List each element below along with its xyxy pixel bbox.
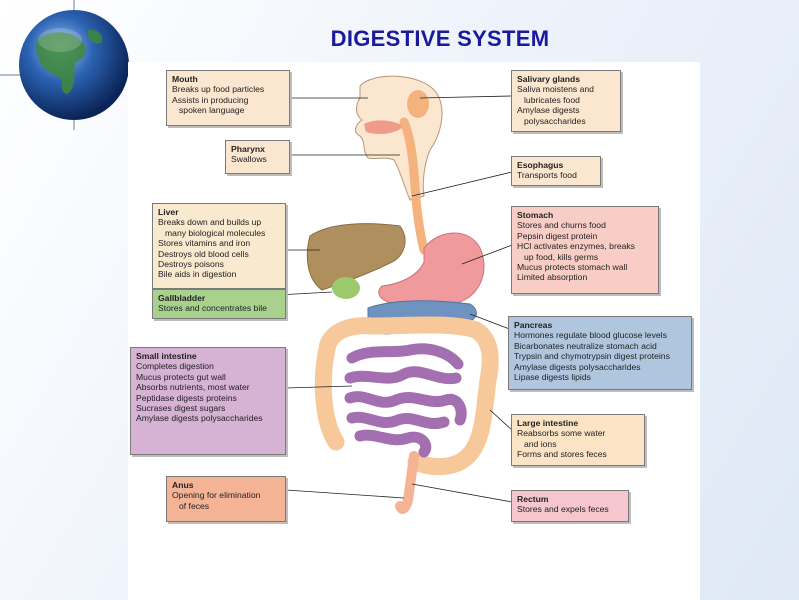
salivary-gland-shape [407,90,429,118]
large-intestine-line: Reabsorbs some water [517,428,606,439]
large-intestine-line: Forms and stores feces [517,449,607,460]
gallbladder-shape [332,277,360,299]
gallbladder-line: Stores and concentrates bile [158,303,267,314]
liver-line: Destroys old blood cells [158,248,249,259]
large-intestine-shape [314,316,499,475]
liver-line: Destroys poisons [158,259,224,270]
small-intestine-line: Mucus protects gut wall [136,371,226,382]
mouth-line: Assists in producing [172,94,249,105]
salivary-glands-label-box: Salivary glands Saliva moistens and lubr… [511,70,621,132]
large-intestine-label-box: Large intestine Reabsorbs some water and… [511,414,645,466]
stomach-line: HCl activates enzymes, breaks [517,241,635,252]
mouth-heading: Mouth [172,74,198,84]
globe-logo [0,0,140,130]
rectum-line: Stores and expels feces [517,504,609,515]
esophagus-line: Transports food [517,170,577,181]
stomach-line: Pepsin digest protein [517,230,598,241]
pharynx-heading: Pharynx [231,144,265,154]
anus-label-box: Anus Opening for elimination of feces [166,476,286,522]
gallbladder-heading: Gallbladder [158,293,206,303]
pharynx-line: Swallows [231,154,267,165]
esophagus-heading: Esophagus [517,160,564,170]
head-outline [355,75,443,201]
stomach-label-box: Stomach Stores and churns food Pepsin di… [511,206,659,294]
small-intestine-heading: Small intestine [136,351,197,361]
liver-line: many biological molecules [165,227,266,238]
pancreas-line: Amylase digests polysaccharides [514,361,641,372]
rectum-shape [395,451,419,514]
large-intestine-heading: Large intestine [517,418,579,428]
anus-line: of feces [179,500,210,511]
anus-line: Opening for elimination [172,490,261,501]
small-intestine-line: Amylase digests polysaccharides [136,413,263,424]
mouth-shape [364,120,404,134]
mouth-line: spoken language [179,105,245,116]
stomach-line: Limited absorption [517,272,588,283]
stomach-line: Stores and churns food [517,220,606,231]
gallbladder-label-box: Gallbladder Stores and concentrates bile [152,289,286,319]
anus-heading: Anus [172,480,194,490]
salivary-glands-heading: Salivary glands [517,74,581,84]
liver-heading: Liver [158,207,179,217]
pancreas-line: Hormones regulate blood glucose levels [514,330,667,341]
liver-shape [306,223,406,291]
esophagus-shape [399,117,429,255]
liver-line: Stores vitamins and iron [158,238,251,249]
stomach-line: Mucus protects stomach wall [517,262,628,273]
salivary-glands-line: Amylase digests [517,105,580,116]
page-title: DIGESTIVE SYSTEM [330,26,550,51]
stomach-line: up food, kills germs [524,251,599,262]
liver-line: Breaks down and builds up [158,217,262,228]
pancreas-line: Lipase digests lipids [514,372,591,383]
large-intestine-line: and ions [524,438,557,449]
salivary-glands-line: Saliva moistens and [517,84,594,95]
pancreas-heading: Pancreas [514,320,553,330]
pancreas-line: Bicarbonates neutralize stomach acid [514,340,657,351]
pancreas-label-box: Pancreas Hormones regulate blood glucose… [508,316,692,390]
pharynx-label-box: Pharynx Swallows [225,140,290,174]
small-intestine-line: Absorbs nutrients, most water [136,382,250,393]
rectum-label-box: Rectum Stores and expels feces [511,490,629,522]
small-intestine-shape [344,343,467,458]
mouth-label-box: Mouth Breaks up food particles Assists i… [166,70,290,126]
rectum-heading: Rectum [517,494,549,504]
small-intestine-line: Sucrases digest sugars [136,403,226,414]
small-intestine-line: Peptidase digests proteins [136,392,237,403]
salivary-glands-line: lubricates food [524,94,580,105]
pancreas-line: Trypsin and chymotrypsin digest proteins [514,351,670,362]
liver-label-box: Liver Breaks down and builds up many bio… [152,203,286,289]
stomach-heading: Stomach [517,210,554,220]
salivary-glands-line: polysaccharides [524,115,586,126]
mouth-line: Breaks up food particles [172,84,265,95]
small-intestine-line: Completes digestion [136,361,214,372]
esophagus-label-box: Esophagus Transports food [511,156,601,186]
liver-line: Bile aids in digestion [158,269,237,280]
small-intestine-label-box: Small intestine Completes digestion Mucu… [130,347,286,455]
